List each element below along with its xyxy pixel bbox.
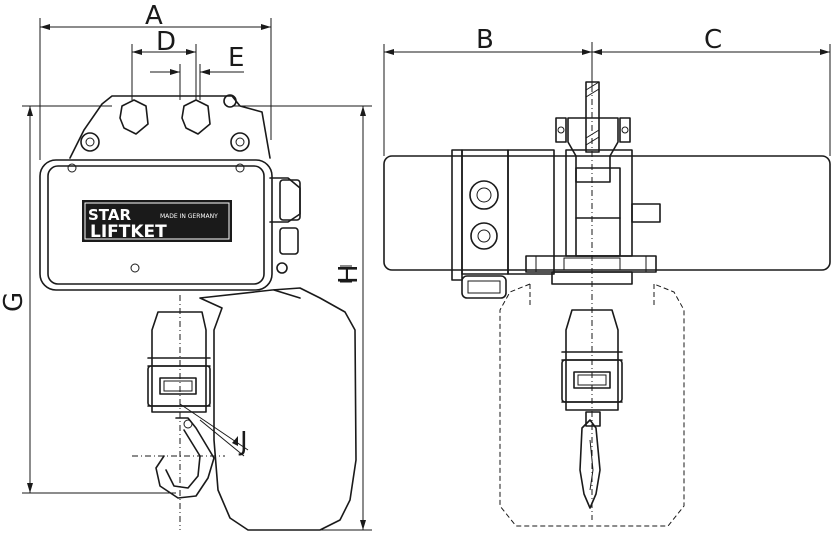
dimension-c: C [592, 25, 831, 156]
nameplate-brand-top: STAR [88, 206, 131, 224]
front-suspension [555, 60, 631, 520]
dimension-g-label: G [0, 292, 29, 312]
dimension-c-label: C [704, 25, 722, 55]
front-chain-bag [499, 283, 685, 527]
nameplate-small-text: MADE IN GERMANY [160, 213, 218, 220]
dimension-e: E [150, 43, 244, 100]
dimension-d-label: D [156, 27, 176, 57]
dimension-a-label: A [145, 1, 163, 31]
dimension-e-label: E [228, 43, 244, 73]
dimension-h-label: H [334, 264, 364, 284]
load-hook: J [132, 403, 249, 499]
front-view: B C [383, 25, 831, 527]
nameplate: STAR MADE IN GERMANY LIFTKET [82, 200, 232, 242]
dimension-g: G [0, 105, 176, 494]
suspension-bracket [69, 94, 271, 159]
dimension-a: A [39, 1, 272, 160]
front-hoist-body [383, 149, 831, 299]
hoist-body [39, 159, 301, 291]
dimension-h: H [232, 105, 372, 531]
dimension-d: D [131, 27, 197, 100]
bottom-hook-block [147, 295, 211, 530]
dimension-b-label: B [476, 25, 494, 55]
dimension-j-label: J [238, 427, 248, 457]
chain-bag [199, 287, 357, 531]
side-view: A D E G [0, 1, 372, 531]
dimension-b: B [383, 25, 593, 156]
front-crossbar [525, 255, 657, 285]
nameplate-brand-bottom: LIFTKET [90, 222, 167, 242]
front-hook-block [561, 309, 623, 509]
